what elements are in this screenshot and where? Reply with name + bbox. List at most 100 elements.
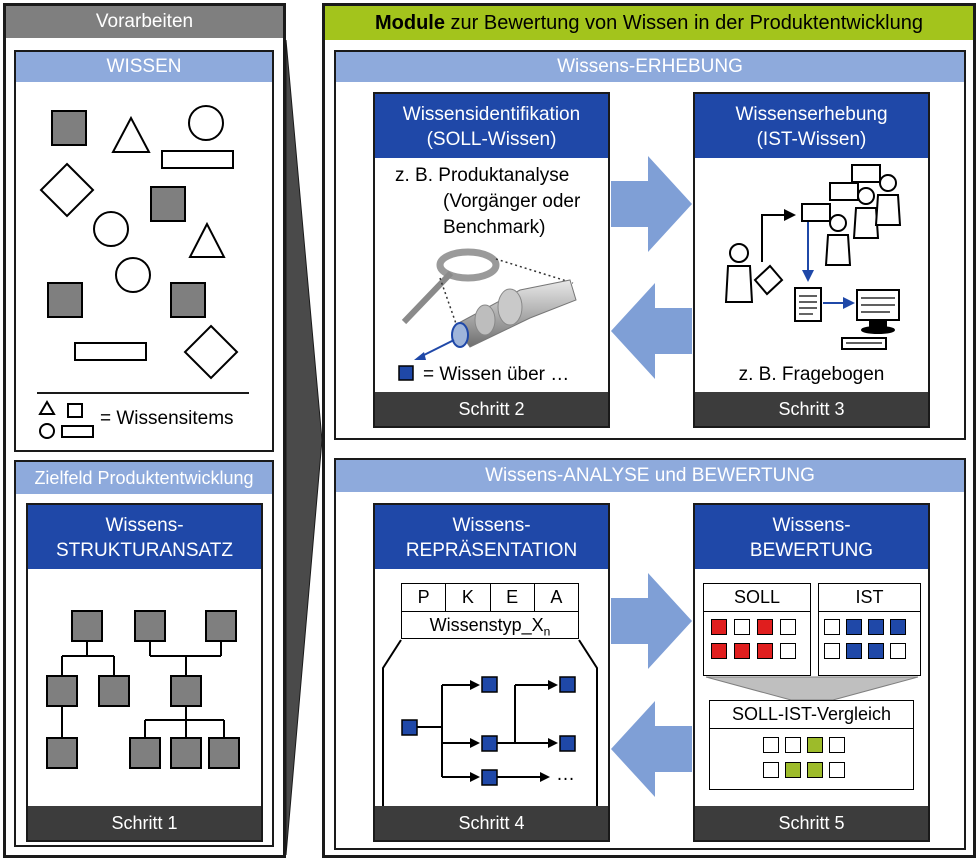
circle-item — [93, 211, 129, 247]
card-2-text-line3: Benchmark) — [443, 217, 546, 238]
card-4-title-line2: REPRÄSENTATION — [405, 540, 578, 561]
step-2-footer: Schritt 2 — [375, 392, 608, 426]
wissensitems-legend-label: = Wissensitems — [100, 408, 234, 429]
arrow-right — [611, 573, 692, 669]
square-item — [150, 186, 186, 222]
step-1-footer: Schritt 1 — [28, 806, 261, 840]
legend-triangle — [38, 400, 56, 415]
card-4-title: Wissens- REPRÄSENTATION — [375, 505, 608, 569]
card-3-caption: z. B. Fragebogen — [738, 364, 885, 385]
strukturansatz-title-line1: Wissens- — [105, 515, 184, 536]
speech-bubble-icon — [829, 182, 859, 201]
legend-circle — [39, 423, 55, 439]
graph-node — [559, 676, 576, 693]
status-square-white — [780, 619, 796, 635]
soll-grid — [704, 612, 811, 659]
card-2-legend: = Wissen über … — [423, 364, 570, 385]
zielfeld-title: Zielfeld Produktentwicklung — [16, 462, 272, 494]
arrow-left — [611, 701, 692, 797]
speech-bubble-icon — [801, 203, 831, 222]
card-2-text: z. B. Produktanalyse (Vorgänger oder Ben… — [375, 163, 608, 243]
knowledge-type-text: Wissenstyp_X — [429, 615, 544, 635]
square-item — [51, 110, 87, 146]
status-square-red — [711, 643, 727, 659]
card-4-title-line1: Wissens- — [452, 515, 531, 536]
vergleich-label: SOLL-IST-Vergleich — [710, 701, 913, 729]
tree-node — [71, 610, 103, 642]
status-square-red — [757, 643, 773, 659]
clipboard-icon — [753, 264, 784, 296]
card-2-text-line2: (Vorgänger oder — [443, 191, 581, 212]
arrow-right — [611, 156, 692, 252]
analyse-title: Wissens-ANALYSE und BEWERTUNG — [336, 460, 964, 492]
card-5-title-line2: BEWERTUNG — [749, 540, 874, 561]
status-square-white — [829, 762, 845, 778]
questionnaire-icon — [794, 287, 822, 322]
ist-box: IST — [818, 583, 921, 676]
graph-node — [481, 676, 498, 693]
circle-item — [188, 105, 224, 141]
triangle-item — [188, 221, 226, 258]
card-2-title-line2: (SOLL-Wissen) — [426, 129, 557, 150]
knowledge-type-label: Wissenstyp_Xn — [402, 612, 578, 645]
module-header-bold: Module — [374, 12, 445, 34]
strukturansatz-title: Wissens- STRUKTURANSATZ — [28, 505, 261, 569]
knowledge-type-sub: n — [543, 624, 551, 639]
diamond-item — [183, 324, 239, 380]
strukturansatz-title-line2: STRUKTURANSATZ — [56, 540, 233, 561]
module-header: Module zur Bewertung von Wissen in der P… — [325, 6, 973, 40]
status-square-red — [757, 619, 773, 635]
vorarbeiten-header: Vorarbeiten — [6, 6, 283, 38]
square-item — [170, 282, 206, 318]
status-square-blue — [868, 619, 884, 635]
arrow-left — [611, 283, 692, 379]
pkea-cell-k: K — [446, 584, 491, 611]
ring-part — [436, 248, 500, 282]
module-header-text: zur Bewertung von Wissen in der Produkte… — [444, 12, 923, 34]
status-square-green — [807, 737, 823, 753]
legend-square — [67, 403, 83, 418]
status-square-red — [734, 643, 750, 659]
status-square-white — [785, 737, 801, 753]
tree-node — [46, 737, 78, 769]
soll-box: SOLL — [703, 583, 811, 676]
status-square-blue — [846, 643, 862, 659]
square-item — [47, 282, 83, 318]
pkea-cell-a: A — [550, 587, 563, 607]
tree-node — [205, 610, 237, 642]
tree-node — [208, 737, 240, 769]
card-3-title-line1: Wissenserhebung — [735, 104, 888, 125]
soll-label: SOLL — [704, 584, 810, 612]
step-4-footer: Schritt 4 — [375, 806, 608, 840]
status-square-white — [890, 643, 906, 659]
status-square-white — [824, 619, 840, 635]
ist-label: IST — [819, 584, 920, 612]
graph-node — [481, 769, 498, 786]
graph-node — [401, 719, 418, 736]
tree-node — [98, 675, 130, 707]
tree-node — [46, 675, 78, 707]
status-square-blue — [846, 619, 862, 635]
graph-node — [559, 735, 576, 752]
status-square-white — [734, 619, 750, 635]
card-2-title-line1: Wissensidentifikation — [402, 104, 581, 125]
status-square-red — [711, 619, 727, 635]
person-icon — [729, 243, 749, 263]
status-square-blue — [868, 643, 884, 659]
vergleich-box: SOLL-IST-Vergleich — [709, 700, 914, 790]
step-5-footer: Schritt 5 — [695, 806, 928, 840]
ist-grid — [819, 612, 922, 659]
person-icon — [829, 214, 847, 232]
status-square-white — [763, 737, 779, 753]
tree-node — [129, 737, 161, 769]
card-2-text-line1: z. B. Produktanalyse — [395, 165, 570, 186]
speech-bubble-icon — [851, 164, 881, 183]
tree-node — [134, 610, 166, 642]
pkea-cell-p: P — [402, 584, 447, 611]
